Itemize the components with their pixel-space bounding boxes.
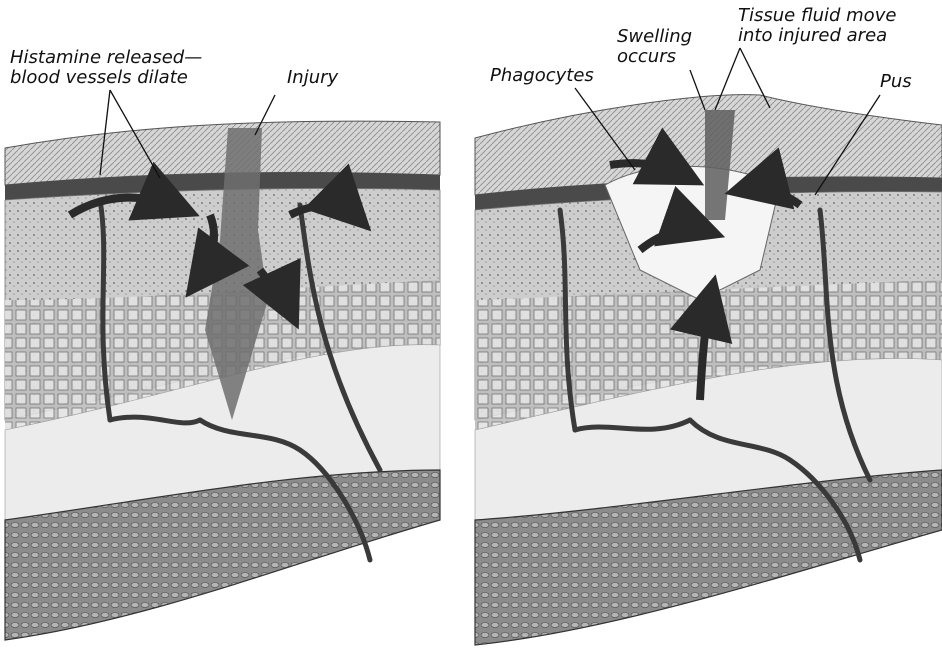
label-tissue-fluid-line1: Tissue fluid move [738,6,896,26]
label-tissue-fluid-line2: into injured area [738,26,887,46]
label-phagocytes: Phagocytes [490,66,594,86]
label-swelling-line2: occurs [617,47,676,67]
label-histamine-line1: Histamine released— [10,48,202,68]
label-injury: Injury [287,68,338,88]
label-histamine-line2: blood vessels dilate [10,68,188,88]
label-swelling-line1: Swelling [617,27,692,47]
right-panel [475,48,942,645]
label-pus: Pus [880,72,912,92]
left-panel [5,90,440,640]
